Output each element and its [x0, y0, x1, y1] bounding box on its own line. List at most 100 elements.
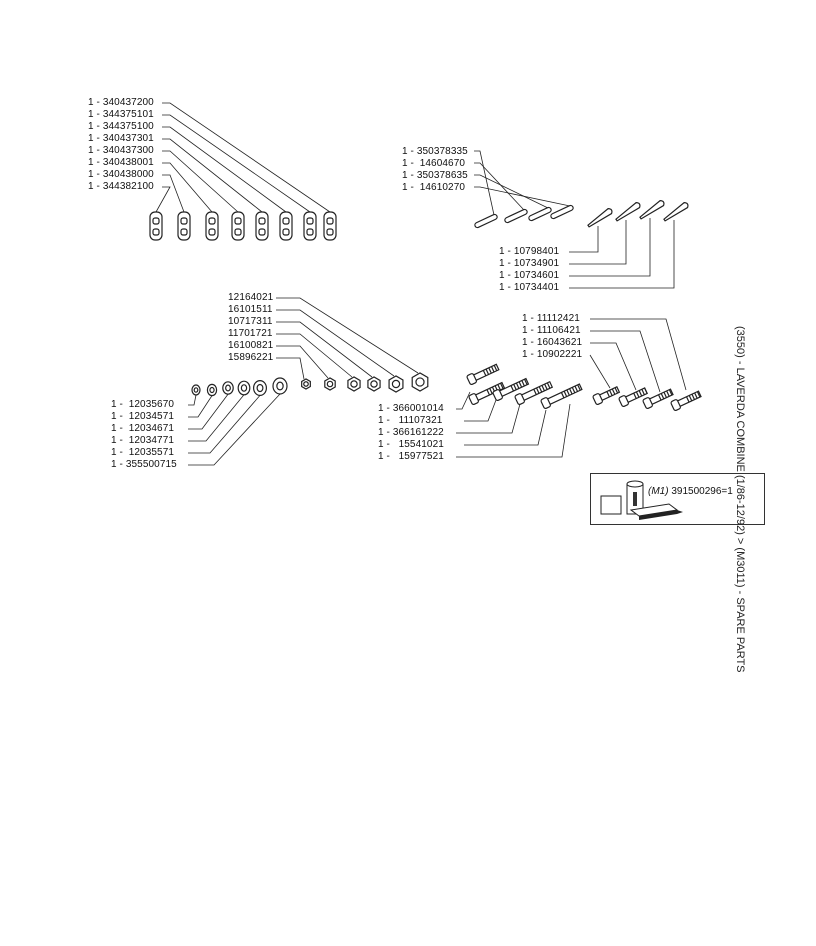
leader-line [569, 220, 627, 265]
part-label[interactable]: 1 - 12034771 [111, 435, 175, 446]
part-label[interactable]: 15896221 [228, 352, 274, 363]
leader-line [590, 342, 637, 391]
part-label[interactable]: 1 - 16043621 [522, 337, 583, 348]
leader-line [456, 403, 521, 434]
part-label[interactable]: 10717311 [228, 316, 273, 327]
leader-line [276, 345, 329, 379]
washer [191, 384, 201, 396]
part-label[interactable]: 1 - 340438000 [88, 169, 154, 180]
hex-nut [367, 376, 381, 392]
part-label[interactable]: 1 - 14610270 [402, 182, 466, 193]
parts-illustrations [149, 200, 702, 412]
hex-bolt [540, 383, 583, 410]
leader-line [569, 218, 651, 277]
split-pin [528, 206, 552, 222]
leader-line [456, 391, 471, 410]
chain-link [231, 211, 245, 241]
part-label[interactable]: 1 - 11112421 [522, 313, 580, 324]
hex-nut [324, 377, 336, 391]
washer [237, 380, 251, 396]
leader-line [276, 357, 305, 380]
part-label[interactable]: 1 - 12034671 [111, 423, 175, 434]
leader-line [276, 309, 395, 377]
kit-code: (M1) [648, 486, 669, 497]
part-label[interactable]: 1 - 350378335 [402, 146, 468, 157]
leader-lines [155, 102, 687, 466]
part-label[interactable]: 1 - 10734401 [499, 282, 560, 293]
part-label[interactable]: 1 - 366161222 [378, 427, 444, 438]
hex-bolt [468, 381, 506, 406]
part-label[interactable]: 1 - 366001014 [378, 403, 444, 414]
part-label[interactable]: 1 - 350378635 [402, 170, 468, 181]
part-label[interactable]: 1 - 15541021 [378, 439, 444, 450]
part-label[interactable]: 1 - 12035571 [111, 447, 175, 458]
leader-line [474, 174, 549, 209]
leader-line [464, 399, 497, 422]
kit-icon [600, 480, 683, 520]
leader-line [569, 220, 675, 289]
part-label[interactable]: 1 - 355500715 [111, 459, 177, 470]
chain-link [303, 211, 317, 241]
leader-line [188, 393, 229, 430]
chain-link [177, 211, 191, 241]
hex-bolt [642, 388, 674, 410]
part-label[interactable]: 1 - 12035670 [111, 399, 175, 410]
part-label[interactable]: 1 - 340437301 [88, 133, 154, 144]
part-label[interactable]: 1 - 10902221 [522, 349, 583, 360]
part-label[interactable]: 1 - 14604670 [402, 158, 466, 169]
washer [206, 383, 218, 397]
washer [252, 379, 268, 397]
part-label[interactable]: 12164021 [228, 292, 274, 303]
hex-bolt [618, 387, 649, 408]
cotter-pin [639, 200, 665, 220]
chain-link [323, 211, 337, 241]
part-label[interactable]: 1 - 344375101 [88, 109, 154, 120]
leader-line [188, 394, 197, 406]
leader-line [188, 393, 281, 466]
leader-line [188, 395, 213, 418]
leader-line [155, 186, 171, 213]
hex-bolt [514, 380, 554, 406]
part-label[interactable]: 1 - 15977521 [378, 451, 444, 462]
leader-line [162, 114, 311, 213]
part-label[interactable]: 16101511 [228, 304, 273, 315]
leader-line [474, 186, 571, 207]
leader-line [589, 354, 611, 389]
cotter-pin [615, 202, 641, 222]
chain-link [205, 211, 219, 241]
part-label[interactable]: 1 - 344382100 [88, 181, 154, 192]
part-label[interactable]: 11701721 [228, 328, 273, 339]
part-label[interactable]: 1 - 340438001 [88, 157, 154, 168]
parts-diagram [149, 102, 702, 466]
leader-line [162, 138, 263, 213]
leader-line [162, 174, 185, 213]
part-label[interactable]: 1 - 344375100 [88, 121, 154, 132]
part-label[interactable]: 1 - 11107321 [378, 415, 443, 426]
part-label[interactable]: 1 - 340437200 [88, 97, 154, 108]
part-label[interactable]: 1 - 10734901 [499, 258, 560, 269]
leader-line [276, 333, 353, 378]
part-label[interactable]: 1 - 340437300 [88, 145, 154, 156]
chain-link [255, 211, 269, 241]
leader-line [162, 150, 239, 213]
leader-line [188, 394, 245, 442]
leader-line [162, 126, 287, 213]
part-label[interactable]: 1 - 11106421 [522, 325, 581, 336]
leader-line [162, 162, 213, 213]
split-pin [550, 204, 574, 220]
kit-value: 391500296=1 [671, 486, 733, 497]
leader-line [464, 409, 547, 446]
leader-line [590, 330, 661, 393]
part-label[interactable]: 1 - 10734601 [499, 270, 560, 281]
cotter-pin [587, 208, 613, 228]
leader-line [474, 150, 495, 216]
part-label[interactable]: 1 - 10798401 [499, 246, 560, 257]
part-label[interactable]: 16100821 [228, 340, 274, 351]
split-pin [474, 213, 498, 229]
part-label[interactable]: 1 - 12034571 [111, 411, 175, 422]
split-pin [504, 208, 528, 224]
kit-label[interactable]: (M1) 391500296=1 [648, 486, 733, 497]
hex-bolt [492, 377, 530, 402]
hex-nut [347, 376, 361, 392]
leader-line [162, 102, 331, 213]
